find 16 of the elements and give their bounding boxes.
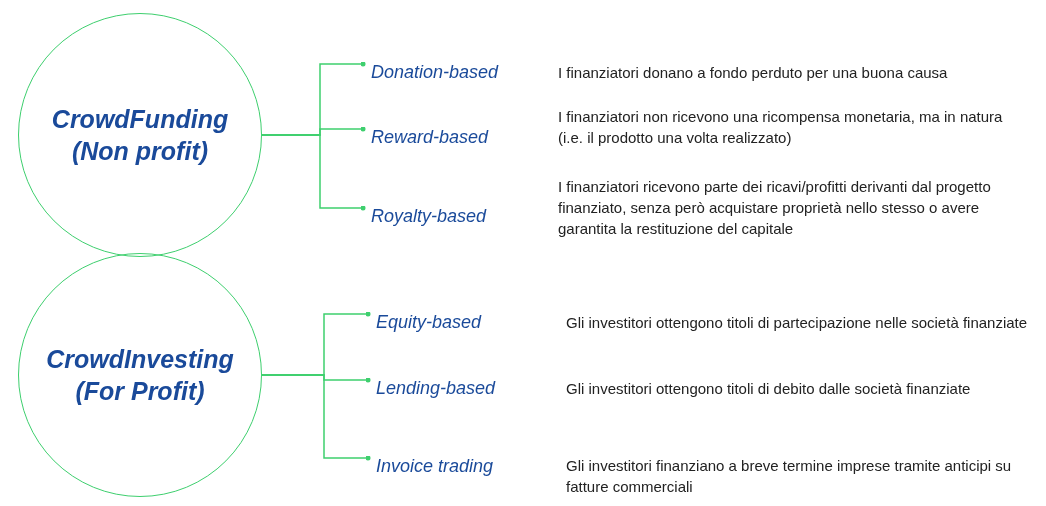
type-label: Lending-based xyxy=(376,377,496,399)
type-label: Invoice trading xyxy=(376,455,494,477)
category-title: CrowdInvesting (For Profit) xyxy=(45,343,235,407)
type-label: Royalty-based xyxy=(371,205,487,227)
description-text: Gli investitori ottengono titoli di partecipazione nelle società finanziate xyxy=(566,313,1029,333)
category-title: CrowdFunding (Non profit) xyxy=(50,103,230,167)
connector-line xyxy=(261,374,371,461)
description-text: I finanziatori donano a fondo perduto per una buona causa xyxy=(558,63,949,83)
description-text: Gli investitori ottengono titoli di debito dalle società finanziate xyxy=(566,379,972,399)
description-text: Gli investitori finanziano a breve termine imprese tramite anticipi su fatture commerciali xyxy=(566,456,1013,497)
type-label: Donation-based xyxy=(371,61,499,83)
description-text: I finanziatori ricevono parte dei ricavi/profitti derivanti dal progetto finanziato, senza però acquistare proprietà nello stesso o avere garantita la restituzione del capitale xyxy=(558,177,992,239)
connector-line xyxy=(261,134,366,211)
description-text: I finanziatori non ricevono una ricompensa monetaria, ma in natura (i.e. il prodotto una volta realizzato) xyxy=(558,107,1004,148)
type-label: Equity-based xyxy=(376,311,482,333)
type-label: Reward-based xyxy=(371,126,489,148)
